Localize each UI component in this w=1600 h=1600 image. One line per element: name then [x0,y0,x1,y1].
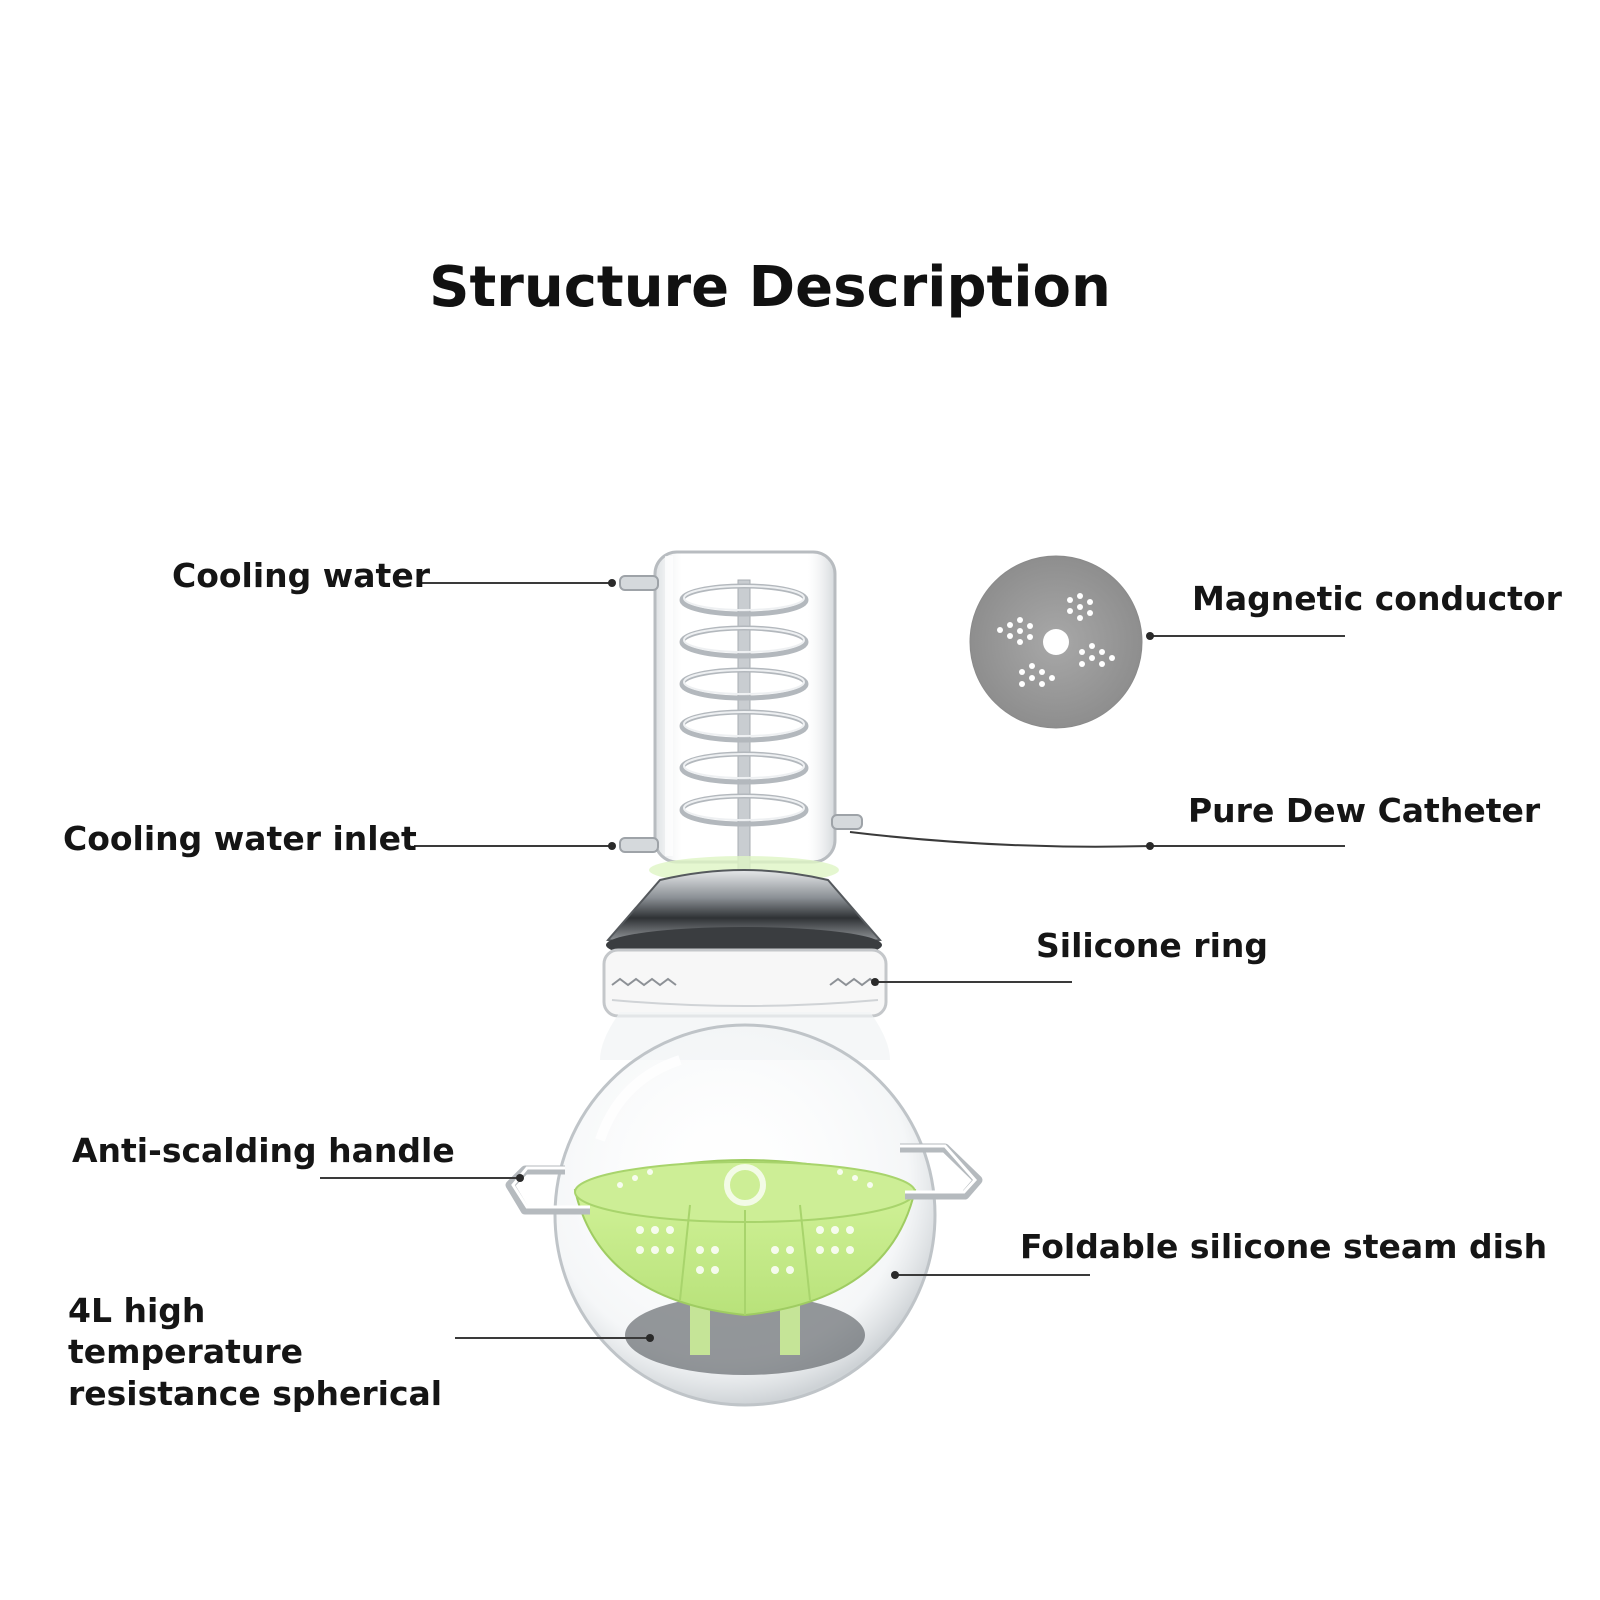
page-title: Structure Description [429,255,1111,320]
steam-dish [573,1159,917,1317]
label-spherical-bottle: 4L high temperature resistance spherical [68,1291,443,1413]
label-cooling-water-inlet: Cooling water inlet [63,819,417,858]
leader-lines [320,582,1345,1339]
label-pure-dew-catheter: Pure Dew Catheter [1188,791,1541,830]
label-silicone-ring: Silicone ring [1036,926,1268,965]
handles [505,1143,983,1215]
leader-dots [516,579,1154,1342]
label-anti-scalding-handle: Anti-scalding handle [72,1131,455,1170]
condenser-cylinder [619,550,863,881]
magnetic-conductor-disc [969,555,1143,729]
label-magnetic-conductor: Magnetic conductor [1192,579,1562,618]
label-steam-dish: Foldable silicone steam dish [1020,1227,1548,1266]
silicone-ring [602,948,888,1018]
label-cooling-water: Cooling water [172,556,430,595]
